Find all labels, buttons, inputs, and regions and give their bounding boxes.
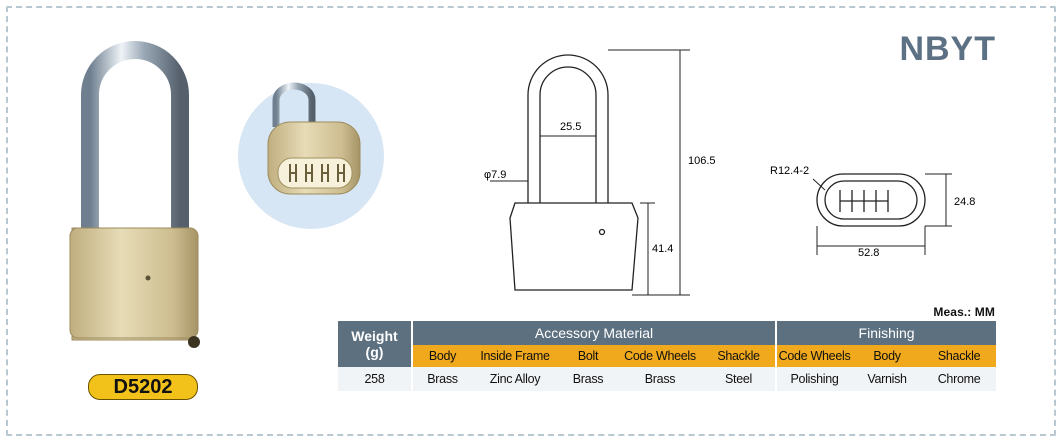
dim-body-height: 41.4 xyxy=(652,243,673,255)
value-shackle: Steel xyxy=(702,367,777,391)
page-frame xyxy=(6,6,1056,436)
subheader-finish-shackle: Shackle xyxy=(922,345,997,367)
spec-table: Weight(g) Accessory Material Finishing B… xyxy=(338,321,997,391)
dim-dial-width: 52.8 xyxy=(858,247,879,259)
value-code-wheels: Brass xyxy=(618,367,702,391)
front-view-drawing: 25.5 φ7.9 106.5 41.4 xyxy=(484,49,716,296)
dim-total-height: 106.5 xyxy=(688,155,716,167)
dim-wheel-radius: R12.4-2 xyxy=(770,165,809,177)
finishing-header: Finishing xyxy=(775,321,997,345)
value-finish-shackle: Chrome xyxy=(922,367,997,391)
value-weight: 258 xyxy=(338,367,412,391)
dim-shackle-diameter: φ7.9 xyxy=(484,169,506,181)
value-finish-body: Varnish xyxy=(852,367,923,391)
subheader-inside-frame: Inside Frame xyxy=(472,345,558,367)
subheader-finish-code-wheels: Code Wheels xyxy=(775,345,853,367)
dim-shackle-width: 25.5 xyxy=(560,121,581,133)
measurement-unit: Meas.: MM xyxy=(933,305,995,319)
dim-dial-height: 24.8 xyxy=(954,196,975,208)
subheader-bolt: Bolt xyxy=(558,345,618,367)
value-inside-frame: Zinc Alloy xyxy=(472,367,558,391)
subheader-shackle: Shackle xyxy=(702,345,777,367)
subheader-finish-body: Body xyxy=(852,345,923,367)
accessory-material-header: Accessory Material xyxy=(410,321,777,345)
value-body: Brass xyxy=(411,367,472,391)
brand-logo: NBYT xyxy=(899,30,996,68)
model-badge: D5202 xyxy=(88,374,198,400)
value-bolt: Brass xyxy=(558,367,618,391)
weight-header: Weight(g) xyxy=(338,321,412,367)
value-finish-code-wheels: Polishing xyxy=(775,367,853,391)
padlock-photo xyxy=(69,41,200,348)
subheader-body: Body xyxy=(411,345,472,367)
padlock-thumbnail xyxy=(267,82,361,195)
dial-view-drawing: R12.4-2 24.8 52.8 xyxy=(770,165,975,259)
subheader-code-wheels: Code Wheels xyxy=(618,345,702,367)
